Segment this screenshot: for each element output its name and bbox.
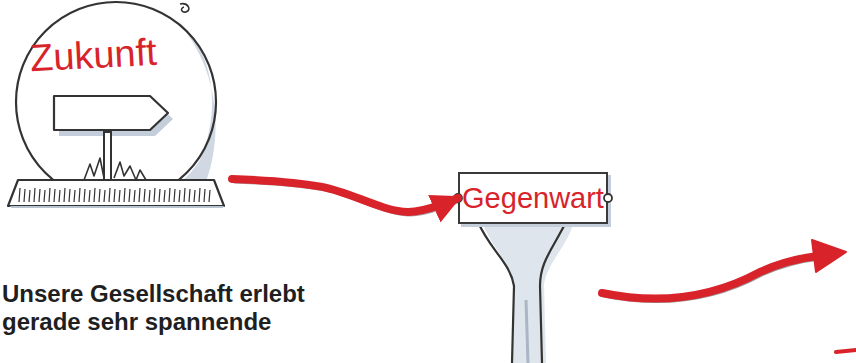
- globe-outline: [0, 0, 232, 208]
- snow-globe: Zukunft: [0, 0, 232, 208]
- base-hatch: [104, 190, 105, 202]
- base-hatch: [39, 189, 40, 202]
- base-hatch: [144, 189, 145, 202]
- base-hatch: [29, 190, 30, 202]
- base-hatch: [134, 190, 135, 202]
- base-hatch: [204, 189, 205, 202]
- base-hatch: [84, 189, 85, 202]
- base-hatch: [189, 189, 190, 202]
- base-hatch: [24, 189, 25, 202]
- post-line: [540, 222, 566, 363]
- base-hatch: [49, 188, 50, 202]
- arrow-shaft: [602, 256, 818, 299]
- base-hatch: [124, 188, 125, 202]
- base-hatch: [74, 190, 75, 202]
- post-shade: [482, 222, 574, 363]
- base-hatch: [79, 188, 80, 202]
- base-hatch: [164, 190, 165, 202]
- globe-sparkle: [180, 4, 189, 12]
- signpost-pole: [104, 132, 111, 180]
- base-hatch: [54, 189, 55, 202]
- base-hatch: [69, 189, 70, 202]
- base-hatch: [209, 190, 210, 202]
- base-hatch: [199, 188, 200, 202]
- globe-glass: [16, 2, 216, 202]
- base-hatch: [89, 190, 90, 202]
- base-hatch: [169, 188, 170, 202]
- node-label: Zukunft: [29, 31, 158, 81]
- base-hatch: [94, 188, 95, 202]
- base-hatch: [34, 188, 35, 202]
- post-line: [478, 222, 514, 363]
- base-hatch: [99, 189, 100, 202]
- base-shadow: [10, 206, 224, 208]
- base-hatch: [149, 190, 150, 202]
- base-hatch: [184, 188, 185, 202]
- base-hatch: [119, 190, 120, 202]
- base-hatch: [179, 190, 180, 202]
- base-hatch: [109, 188, 110, 202]
- sign-hook: [604, 194, 612, 202]
- arrow-shaft: [232, 179, 458, 212]
- base-hatch: [159, 189, 160, 202]
- base-hatch: [194, 190, 195, 202]
- base-hatch: [129, 189, 130, 202]
- base-hatch: [19, 188, 20, 202]
- globe-shade: [176, 20, 216, 182]
- base-hatch: [154, 188, 155, 202]
- flow-arrow: [232, 179, 460, 215]
- base-hatch: [64, 188, 65, 202]
- base-hatch: [59, 190, 60, 202]
- post-hatch: [526, 300, 528, 363]
- arrow-shadow: [234, 182, 460, 215]
- signpost-board: [54, 96, 168, 130]
- base-hatch: [44, 190, 45, 202]
- globe-base: [8, 180, 224, 206]
- arrow-fragment: [836, 350, 856, 352]
- body-heading: Unsere Gesellschaft erlebt gerade sehr s…: [2, 280, 342, 336]
- sign-post: [478, 222, 574, 363]
- base-hatch: [174, 189, 175, 202]
- base-hatch: [139, 188, 140, 202]
- grass: [84, 158, 146, 180]
- sign-hook: [454, 194, 462, 202]
- next-arrow: [602, 240, 856, 352]
- sign-board: Gegenwart: [458, 172, 608, 224]
- base-hatch: [114, 189, 115, 202]
- arrow-head: [812, 240, 846, 272]
- node-label: Gegenwart: [462, 182, 604, 215]
